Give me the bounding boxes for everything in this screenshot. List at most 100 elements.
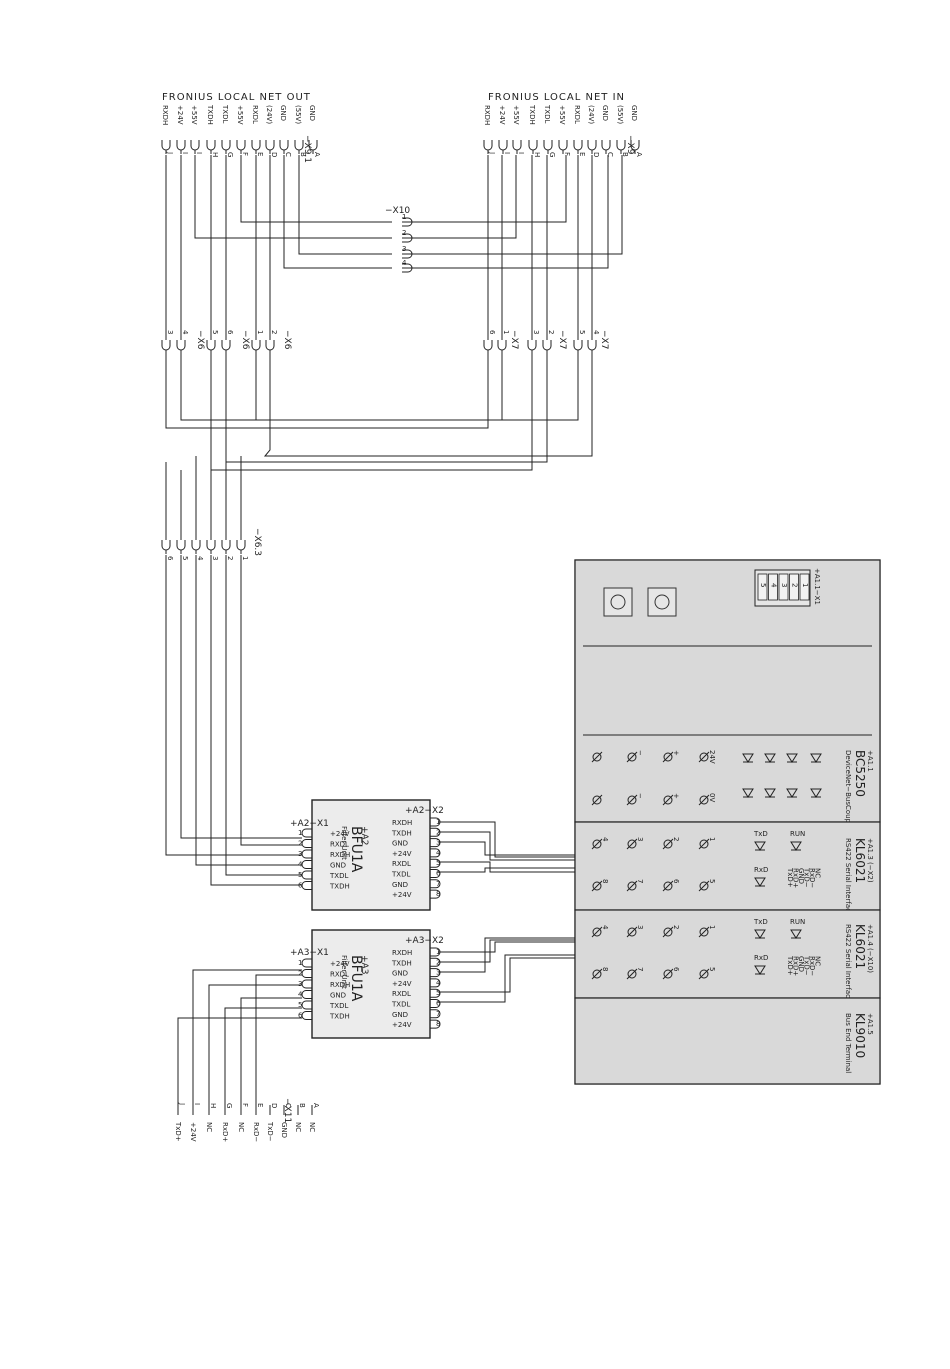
terminal-symbol xyxy=(587,340,597,351)
bus-coupler-title: +A1.1 BC5250 DeviceNet−BusCoupler xyxy=(844,750,874,832)
terminal-symbol xyxy=(265,140,275,151)
screw-slash xyxy=(591,794,603,806)
terminal-symbol xyxy=(587,140,597,151)
wire xyxy=(298,155,392,255)
terminal-symbol xyxy=(206,340,216,351)
in-connector-pins: RXDHJ+24VI+55VITXDHHTXDLG+55VFRXDLE(24V)… xyxy=(483,104,643,157)
x63-pin-number: 4 xyxy=(196,556,204,561)
x6-pin-number: 5 xyxy=(211,330,219,334)
pin-signal-label: +55V xyxy=(190,105,198,125)
kl6021-a-ref: +A1.3 (−X2) xyxy=(866,838,874,883)
wire xyxy=(240,555,302,846)
bus-coupler-terminal-label: − xyxy=(636,750,644,756)
terminal-symbol xyxy=(301,979,312,989)
x11-signal-label: +24V xyxy=(189,1122,197,1142)
filter-x1-pin-number: 6 xyxy=(298,1012,303,1020)
terminal-symbol xyxy=(176,340,186,351)
terminal-symbol xyxy=(176,140,186,151)
screw-slash xyxy=(698,751,710,763)
filter-x2-signal: +24V xyxy=(392,980,412,988)
pin-signal-label: +55V xyxy=(512,105,520,125)
screw-slash xyxy=(626,838,638,850)
pin-letter-label: D xyxy=(592,152,600,157)
filter-x2-signal: +24V xyxy=(392,1021,412,1029)
led-symbol xyxy=(754,965,766,975)
terminal-symbol xyxy=(161,340,171,351)
x6-pin-number: 6 xyxy=(226,330,234,335)
terminal-symbol xyxy=(573,140,583,151)
x1-pin-number: 2 xyxy=(791,583,799,587)
terminal-symbol xyxy=(190,140,200,151)
kl-terminal-number: 5 xyxy=(708,879,716,883)
filter-x1-signal: TXDL xyxy=(329,1002,348,1010)
wire xyxy=(240,155,392,223)
terminal-symbol xyxy=(221,340,231,351)
pin-signal-label: RXDH xyxy=(161,105,169,125)
kl6021-b-box xyxy=(574,909,881,999)
terminal-symbol xyxy=(430,968,441,978)
filter-x2-pin-number: 4 xyxy=(436,849,441,857)
terminal-symbol xyxy=(528,140,538,151)
screw-slash xyxy=(591,926,603,938)
screw-terminal xyxy=(699,795,709,805)
x63-pin-number: 1 xyxy=(241,556,249,560)
screw-terminal xyxy=(699,969,709,979)
screw-slash xyxy=(591,880,603,892)
filter-x1-pin-number: 2 xyxy=(298,970,302,978)
kl-terminal-number: 5 xyxy=(708,967,716,971)
kl-terminal-number: 6 xyxy=(672,967,680,972)
pin-letter-label: H xyxy=(211,152,219,157)
screw-slash xyxy=(662,968,674,980)
terminal-symbol xyxy=(251,140,261,151)
terminal-symbol xyxy=(430,838,441,848)
pin-letter-label: I xyxy=(195,152,203,154)
filter-x2-pin-number: 5 xyxy=(436,989,440,997)
pin-letter-label: B xyxy=(621,152,629,157)
filter-x2-signal: +24V xyxy=(392,891,412,899)
terminal-symbol xyxy=(483,140,493,151)
filter-a2-box xyxy=(311,799,431,911)
kl-signal-label: RxD+ xyxy=(792,956,800,976)
led-symbol xyxy=(742,788,754,798)
terminal-symbol xyxy=(430,879,441,889)
x10-pin-number: 4 xyxy=(402,259,407,267)
wire xyxy=(180,555,302,839)
kl-terminal-number: 1 xyxy=(708,925,716,929)
kl6021-b-title: +A1.4 (−X10) KL6021 RS422 Serial Interfa… xyxy=(844,924,874,1002)
pin-letter-label: I xyxy=(503,152,511,154)
filter-x1-signal: RXDL xyxy=(330,841,349,849)
screw-slash xyxy=(698,968,710,980)
wire xyxy=(283,155,392,269)
terminal-symbol xyxy=(176,540,186,551)
kl-led-label: RxD xyxy=(754,866,768,874)
in-connector-ref: −X9 xyxy=(625,135,635,155)
filter-a3-ref: +A3 xyxy=(359,955,369,974)
filter-a3-desc: Filter Unit xyxy=(340,955,348,989)
terminal-symbol xyxy=(301,870,312,880)
pin-letter-label: J xyxy=(488,151,496,154)
filter-x1-pin-number: 1 xyxy=(298,829,302,837)
screw-terminal xyxy=(592,969,602,979)
screw-terminal xyxy=(592,881,602,891)
terminal-symbol xyxy=(301,1011,312,1020)
bus-coupler-x1-ref: +A1.1−X1 xyxy=(813,568,821,605)
wire xyxy=(208,984,302,1105)
terminal-symbol xyxy=(430,999,441,1008)
screw-terminal xyxy=(663,795,673,805)
terminal-symbol xyxy=(301,1000,312,1010)
wire xyxy=(210,555,302,886)
led-symbol xyxy=(790,929,802,939)
filter-x1-signal: GND xyxy=(330,862,346,870)
terminal-symbol xyxy=(430,1009,441,1019)
filter-x2-signal: TXDL xyxy=(391,871,410,879)
terminal-symbol xyxy=(430,869,441,878)
screw-terminal xyxy=(663,881,673,891)
x11-signal-label: RxD+ xyxy=(221,1122,229,1142)
screw-slash xyxy=(626,794,638,806)
pin-signal-label: (55V) xyxy=(616,105,624,124)
terminal-symbol xyxy=(294,140,304,151)
